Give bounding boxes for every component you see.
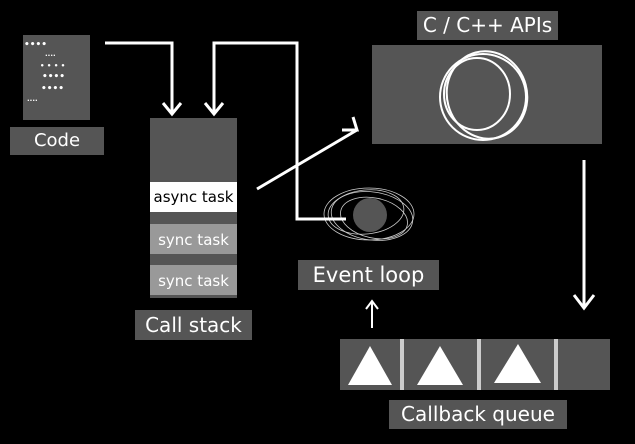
stack-task-sync: sync task xyxy=(150,224,237,254)
queue-divider xyxy=(554,339,558,390)
code-line: •••• xyxy=(41,84,65,94)
tangled-circles-icon xyxy=(439,50,529,141)
queue-slot xyxy=(404,339,477,390)
arrowhead xyxy=(342,116,360,132)
callback-queue-label: Callback queue xyxy=(389,400,567,429)
event-loop-label: Event loop xyxy=(298,260,439,290)
call-stack: async task sync task sync task xyxy=(150,118,237,298)
stack-task-async: async task xyxy=(150,182,237,212)
stack-task-sync: sync task xyxy=(150,265,237,295)
code-line: ···· xyxy=(45,52,56,60)
code-line: ···· xyxy=(27,97,38,105)
code-line: •••• xyxy=(24,40,48,50)
queue-slot xyxy=(481,339,554,390)
arrowhead xyxy=(203,102,225,117)
queue-divider xyxy=(477,339,481,390)
queue-divider xyxy=(400,339,404,390)
queue-slot xyxy=(340,339,400,390)
code-label: Code xyxy=(10,127,104,155)
apis-label: C / C++ APIs xyxy=(417,11,558,40)
code-line: •••• xyxy=(42,72,66,82)
triangle-icon xyxy=(494,344,541,383)
arrow-stack-to-apis xyxy=(256,128,358,191)
queue-slot-empty xyxy=(558,339,610,390)
arrowhead xyxy=(572,294,596,311)
arrow-code-to-stack xyxy=(105,41,174,114)
code-block: •••• ···· • • • • •••• •••• ···· xyxy=(23,35,90,120)
triangle-icon xyxy=(348,346,392,385)
callback-queue xyxy=(340,339,610,390)
code-line: • • • • xyxy=(40,62,66,70)
call-stack-label: Call stack xyxy=(135,310,252,340)
triangle-icon xyxy=(417,346,463,385)
arrowhead xyxy=(365,299,379,310)
apis-panel xyxy=(372,45,602,144)
arrowhead xyxy=(161,102,183,117)
